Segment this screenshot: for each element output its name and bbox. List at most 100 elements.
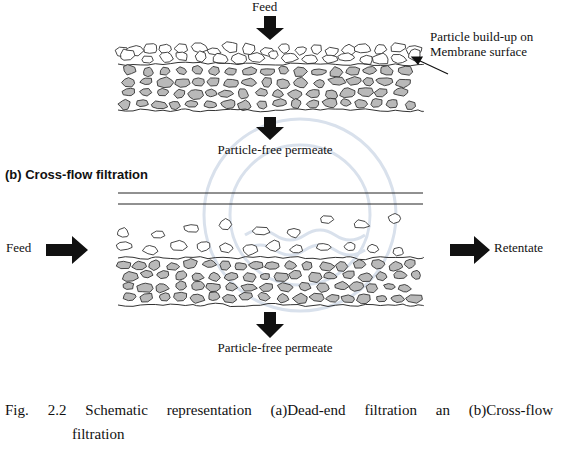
- particle: [192, 281, 205, 290]
- particle: [176, 271, 187, 280]
- particle: [375, 45, 387, 55]
- particle: [376, 272, 387, 281]
- particle: [218, 90, 234, 97]
- particle: [398, 285, 411, 292]
- particle: [197, 242, 210, 252]
- particle: [272, 89, 283, 97]
- leader-arrow: [412, 57, 448, 74]
- particle: [405, 101, 415, 110]
- particle: [335, 281, 349, 289]
- particle: [355, 100, 368, 108]
- particle: [144, 67, 154, 76]
- particle: [241, 284, 257, 291]
- particle: [116, 261, 130, 268]
- particle: [159, 44, 171, 53]
- particle: [260, 69, 274, 75]
- particle: [225, 68, 237, 75]
- particle: [184, 259, 198, 269]
- particle: [374, 89, 387, 97]
- particle: [209, 272, 221, 281]
- particle: [381, 66, 393, 75]
- particle: [386, 100, 397, 108]
- particle: [176, 67, 187, 75]
- particle: [340, 88, 355, 98]
- particle: [404, 259, 415, 268]
- particle: [372, 260, 385, 269]
- particle: [243, 43, 255, 55]
- particle: [309, 293, 324, 301]
- particle: [258, 292, 270, 301]
- particle: [167, 263, 180, 270]
- particle: [394, 88, 408, 96]
- particle: [354, 220, 369, 228]
- particle: [357, 294, 371, 304]
- particle: [349, 282, 363, 292]
- particle: [268, 51, 278, 59]
- particle: [176, 52, 187, 60]
- particle: [389, 261, 403, 271]
- figure-caption: Fig. 2.2 Schematic representation (a)Dea…: [5, 398, 553, 446]
- particle: [377, 296, 387, 302]
- particle: [206, 284, 221, 292]
- particle: [265, 262, 280, 269]
- particle: [160, 52, 174, 62]
- particle: [274, 273, 289, 282]
- particle: [306, 100, 318, 108]
- particle: [317, 283, 330, 292]
- feed-label: Feed: [252, 0, 292, 15]
- particle: [320, 262, 335, 271]
- particle: [209, 292, 220, 301]
- particle: [132, 261, 147, 269]
- particle: [325, 47, 338, 56]
- particle: [358, 88, 374, 97]
- particle: [281, 53, 298, 62]
- particle: [391, 295, 405, 302]
- particle: [367, 244, 378, 252]
- particle: [184, 225, 199, 232]
- particle: [384, 284, 396, 290]
- particle: [394, 271, 407, 279]
- particle: [116, 242, 132, 251]
- particle: [326, 90, 338, 99]
- particle: [242, 67, 256, 75]
- particle: [344, 242, 355, 250]
- particle: [391, 43, 406, 52]
- particle: [220, 261, 231, 270]
- particle: [144, 44, 157, 54]
- particle: [259, 283, 272, 291]
- particle: [140, 89, 152, 97]
- particle: [157, 271, 169, 279]
- particle: [190, 294, 205, 303]
- particle: [231, 53, 246, 64]
- particle: [358, 273, 373, 282]
- particle: [124, 65, 137, 75]
- retentate-label: Retentate: [494, 241, 560, 256]
- particle: [396, 79, 411, 87]
- particle: [195, 51, 206, 62]
- callout-label: Particle build-up on Membrane surface: [430, 30, 558, 60]
- particle: [142, 56, 153, 63]
- particle: [202, 260, 217, 267]
- particle: [391, 55, 407, 64]
- particle: [248, 53, 265, 63]
- channel-walls: [118, 193, 423, 204]
- particle: [243, 273, 256, 282]
- particle: [136, 100, 148, 107]
- particle: [257, 101, 267, 109]
- particle: [346, 67, 360, 75]
- particle: [341, 295, 354, 303]
- particle: [192, 273, 204, 280]
- particle: [248, 262, 263, 270]
- particle: [406, 295, 423, 303]
- particle: [222, 42, 237, 53]
- particle: [188, 90, 204, 100]
- particle: [122, 272, 138, 282]
- particle: [372, 53, 388, 64]
- particle: [316, 244, 331, 251]
- particle: [376, 78, 393, 86]
- particle: [151, 101, 167, 109]
- particle: [398, 66, 412, 75]
- particle: [261, 274, 270, 280]
- particle: [353, 260, 366, 269]
- particle: [262, 78, 272, 88]
